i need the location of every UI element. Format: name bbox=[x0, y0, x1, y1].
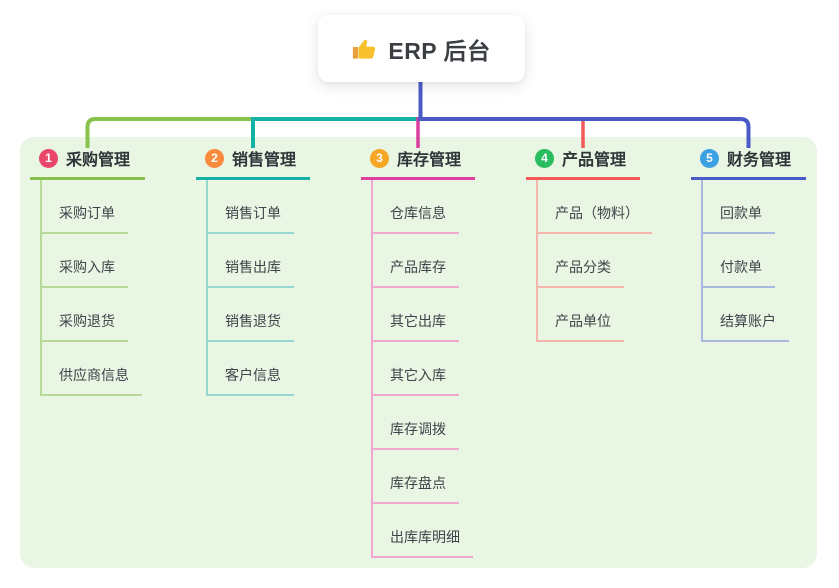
branch-5-child-3[interactable]: 结算账户 bbox=[703, 288, 789, 342]
branch-1-header[interactable]: 1 采购管理 bbox=[30, 146, 145, 180]
branch-3: 3 库存管理仓库信息产品库存其它出库其它入库库存调拨库存盘点出库库明细 bbox=[361, 146, 475, 558]
branch-4-child-2[interactable]: 产品分类 bbox=[538, 234, 624, 288]
branch-4: 4 产品管理产品（物料）产品分类产品单位 bbox=[526, 146, 652, 342]
root-node[interactable]: ERP 后台 bbox=[318, 15, 525, 82]
branch-5-child-2[interactable]: 付款单 bbox=[703, 234, 775, 288]
branch-3-label: 库存管理 bbox=[397, 152, 462, 169]
branch-2: 2 销售管理销售订单销售出库销售退货客户信息 bbox=[196, 146, 310, 396]
thumbs-up-icon bbox=[352, 36, 378, 62]
branch-1-child-2[interactable]: 采购入库 bbox=[42, 234, 128, 288]
branch-1-child-4[interactable]: 供应商信息 bbox=[42, 342, 142, 396]
branch-2-header[interactable]: 2 销售管理 bbox=[196, 146, 310, 180]
branch-3-child-1[interactable]: 仓库信息 bbox=[373, 180, 459, 234]
branch-5-number-badge: 5 bbox=[700, 148, 719, 168]
branch-1-children: 采购订单采购入库采购退货供应商信息 bbox=[40, 180, 142, 396]
branch-5-header[interactable]: 5 财务管理 bbox=[691, 146, 806, 180]
branch-3-child-6[interactable]: 库存盘点 bbox=[373, 450, 459, 504]
branch-3-child-4[interactable]: 其它入库 bbox=[373, 342, 459, 396]
branch-1-child-1[interactable]: 采购订单 bbox=[42, 180, 128, 234]
branch-3-child-3[interactable]: 其它出库 bbox=[373, 288, 459, 342]
branches-panel bbox=[20, 137, 817, 568]
branch-1-number-badge: 1 bbox=[39, 148, 58, 168]
branch-5: 5 财务管理回款单付款单结算账户 bbox=[691, 146, 806, 342]
branch-5-children: 回款单付款单结算账户 bbox=[701, 180, 789, 342]
branch-4-header[interactable]: 4 产品管理 bbox=[526, 146, 640, 180]
branch-5-child-1[interactable]: 回款单 bbox=[703, 180, 775, 234]
branch-2-child-1[interactable]: 销售订单 bbox=[208, 180, 294, 234]
branch-2-child-2[interactable]: 销售出库 bbox=[208, 234, 294, 288]
branch-2-child-3[interactable]: 销售退货 bbox=[208, 288, 294, 342]
branch-4-children: 产品（物料）产品分类产品单位 bbox=[536, 180, 652, 342]
branch-2-number-badge: 2 bbox=[205, 148, 224, 168]
branch-2-children: 销售订单销售出库销售退货客户信息 bbox=[206, 180, 294, 396]
branch-3-children: 仓库信息产品库存其它出库其它入库库存调拨库存盘点出库库明细 bbox=[371, 180, 473, 558]
branch-1: 1 采购管理采购订单采购入库采购退货供应商信息 bbox=[30, 146, 145, 396]
branch-3-child-2[interactable]: 产品库存 bbox=[373, 234, 459, 288]
branch-2-label: 销售管理 bbox=[232, 152, 297, 169]
branch-4-child-3[interactable]: 产品单位 bbox=[538, 288, 624, 342]
branch-5-label: 财务管理 bbox=[727, 152, 792, 169]
branch-3-child-5[interactable]: 库存调拨 bbox=[373, 396, 459, 450]
branch-1-child-3[interactable]: 采购退货 bbox=[42, 288, 128, 342]
branch-3-header[interactable]: 3 库存管理 bbox=[361, 146, 475, 180]
root-title: ERP 后台 bbox=[388, 37, 491, 64]
branch-2-child-4[interactable]: 客户信息 bbox=[208, 342, 294, 396]
branch-3-child-7[interactable]: 出库库明细 bbox=[373, 504, 473, 558]
branch-4-number-badge: 4 bbox=[535, 148, 554, 168]
branch-3-number-badge: 3 bbox=[370, 148, 389, 168]
branch-1-label: 采购管理 bbox=[66, 152, 131, 169]
branch-4-label: 产品管理 bbox=[562, 152, 627, 169]
branch-4-child-1[interactable]: 产品（物料） bbox=[538, 180, 652, 234]
